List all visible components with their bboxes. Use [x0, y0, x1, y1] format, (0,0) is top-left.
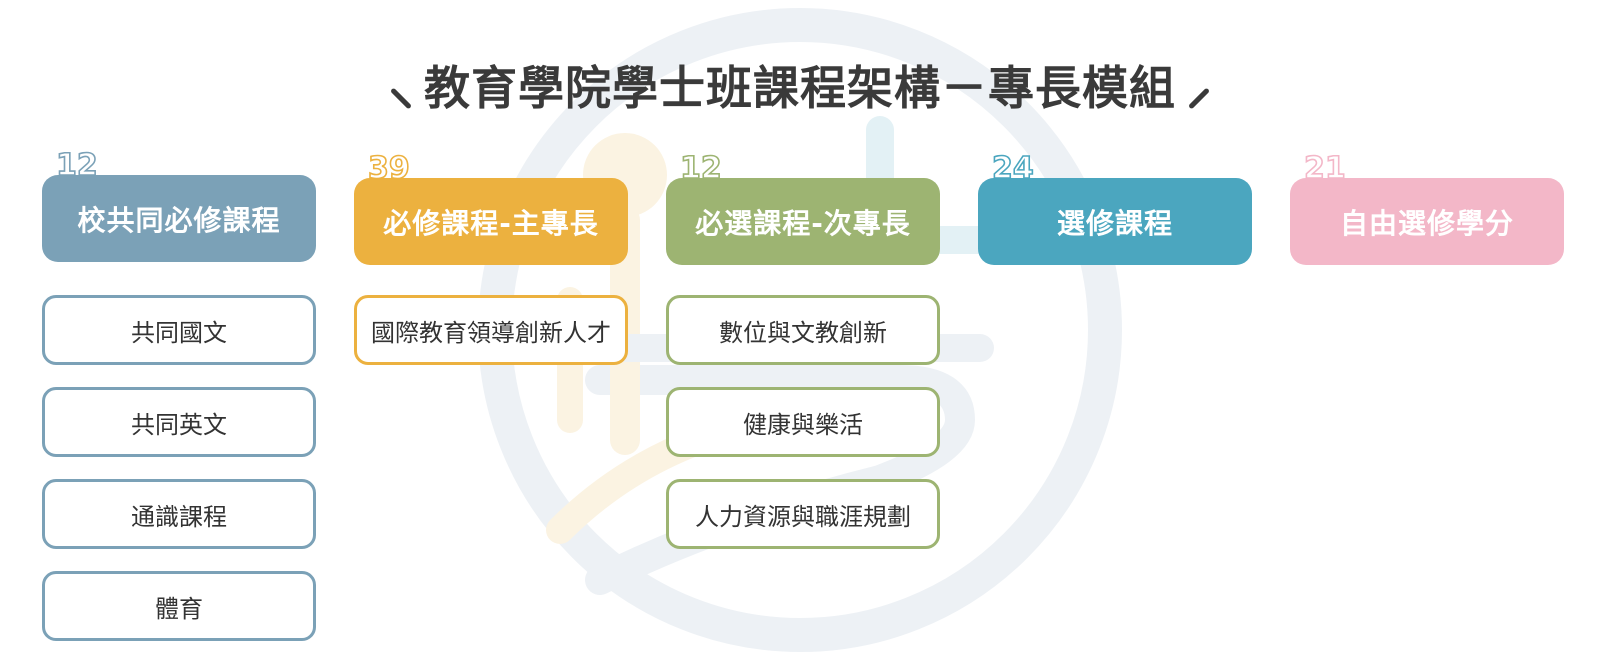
- course-box: 數位與文教創新: [666, 295, 940, 365]
- column-header: 必修課程-主專長: [354, 178, 628, 265]
- credit-count: 24: [991, 151, 1034, 186]
- credit-count: 39: [367, 151, 410, 186]
- course-box: 健康與樂活: [666, 387, 940, 457]
- course-box: 國際教育領導創新人才: [354, 295, 628, 365]
- title-text: 教育學院學士班課程架構－專長模組: [424, 61, 1176, 115]
- credit-count: 12: [679, 151, 722, 186]
- course-box: 體育: [42, 571, 316, 641]
- item-list: 共同國文 共同英文 通識課程 體育: [42, 295, 316, 663]
- column-header: 必選課程-次專長: [666, 178, 940, 265]
- course-box: 通識課程: [42, 479, 316, 549]
- page-title: 教育學院學士班課程架構－專長模組: [390, 52, 1210, 118]
- column-header: 自由選修學分: [1290, 178, 1564, 265]
- course-box: 共同國文: [42, 295, 316, 365]
- item-list: 國際教育領導創新人才: [354, 295, 628, 387]
- title-left-tick: [390, 87, 412, 110]
- course-box: 共同英文: [42, 387, 316, 457]
- item-list: 數位與文教創新 健康與樂活 人力資源與職涯規劃: [666, 295, 940, 571]
- course-box: 人力資源與職涯規劃: [666, 479, 940, 549]
- credit-count: 21: [1303, 151, 1346, 186]
- title-right-tick: [1188, 87, 1210, 110]
- column-header: 選修課程: [978, 178, 1252, 265]
- column-header: 校共同必修課程: [42, 175, 316, 262]
- credit-count: 12: [55, 148, 98, 183]
